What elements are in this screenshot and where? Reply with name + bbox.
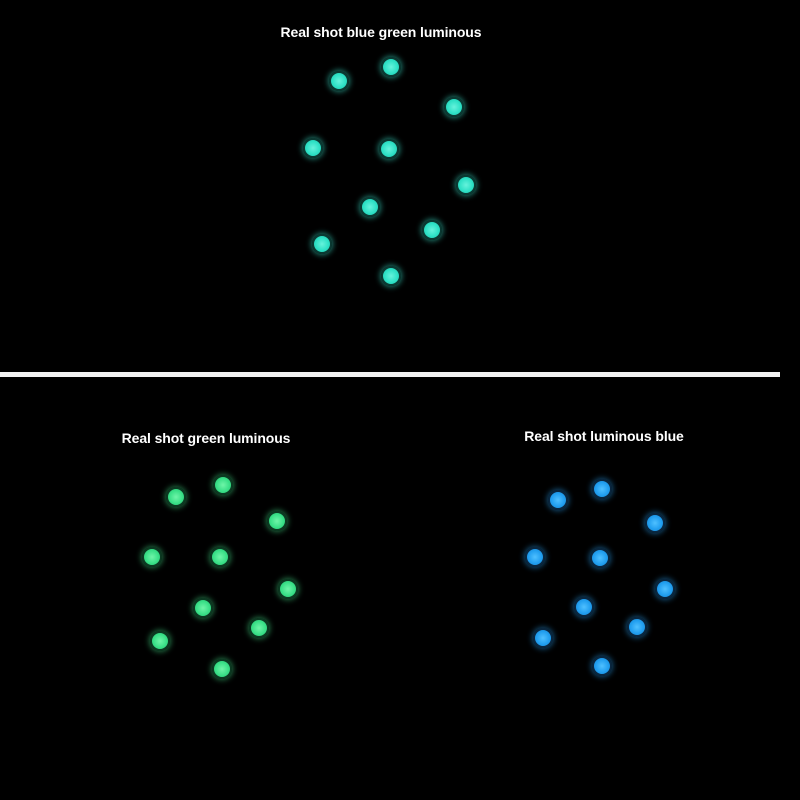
luminous-dot bbox=[150, 631, 170, 651]
luminous-dot bbox=[533, 628, 553, 648]
luminous-dot bbox=[655, 579, 675, 599]
photo-panel-green: Real shot green luminous bbox=[0, 378, 400, 800]
luminous-dot bbox=[166, 487, 186, 507]
photo-panel-blue: Real shot luminous blue bbox=[400, 378, 800, 800]
luminous-dot bbox=[213, 475, 233, 495]
luminous-dot bbox=[525, 547, 545, 567]
luminous-dot bbox=[303, 138, 323, 158]
luminous-dot bbox=[574, 597, 594, 617]
luminous-dot bbox=[278, 579, 298, 599]
luminous-dot bbox=[249, 618, 269, 638]
caption-blue: Real shot luminous blue bbox=[524, 428, 684, 444]
luminous-dot bbox=[592, 479, 612, 499]
luminous-dot bbox=[142, 547, 162, 567]
luminous-dot bbox=[193, 598, 213, 618]
luminous-dot bbox=[381, 57, 401, 77]
divider-line bbox=[0, 372, 780, 377]
luminous-dot bbox=[590, 548, 610, 568]
luminous-dot bbox=[379, 139, 399, 159]
luminous-dot bbox=[329, 71, 349, 91]
luminous-dot bbox=[548, 490, 568, 510]
luminous-dot bbox=[627, 617, 647, 637]
luminous-dot bbox=[381, 266, 401, 286]
luminous-dot bbox=[456, 175, 476, 195]
photo-panel-blue-green: Real shot blue green luminous bbox=[0, 0, 800, 372]
caption-blue-green: Real shot blue green luminous bbox=[280, 24, 482, 40]
luminous-dot bbox=[210, 547, 230, 567]
luminous-dot bbox=[444, 97, 464, 117]
luminous-dot bbox=[592, 656, 612, 676]
luminous-dot bbox=[312, 234, 332, 254]
luminous-dot bbox=[212, 659, 232, 679]
luminous-dot bbox=[267, 511, 287, 531]
luminous-dot bbox=[360, 197, 380, 217]
caption-green: Real shot green luminous bbox=[121, 430, 291, 446]
luminous-dot bbox=[645, 513, 665, 533]
luminous-dot bbox=[422, 220, 442, 240]
